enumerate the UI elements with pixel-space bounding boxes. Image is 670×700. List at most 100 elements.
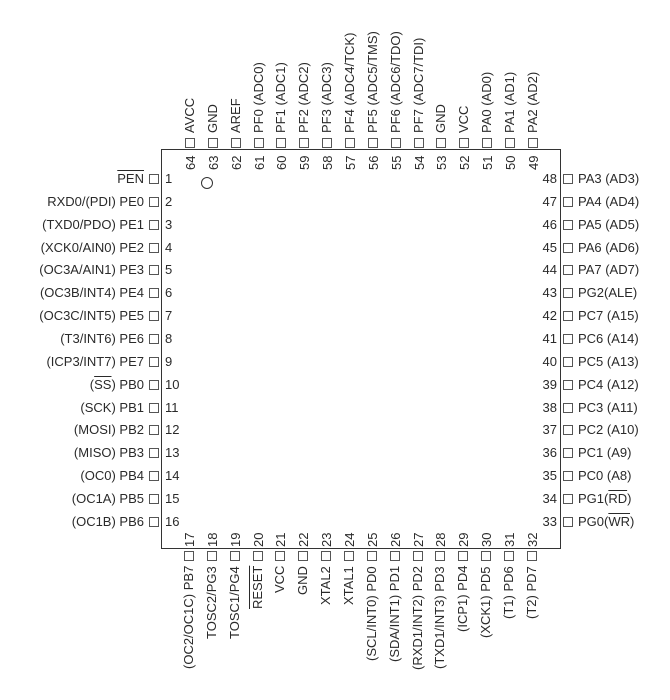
pin-label: PA3 (AD3) (578, 171, 640, 186)
pin-label: (MISO) PB3 (73, 445, 144, 461)
pin-label: (OC0) PB4 (80, 468, 144, 484)
pin-label: AVCC (182, 97, 197, 133)
pin-pad-icon (149, 265, 159, 276)
pin-pad-icon (563, 311, 573, 322)
pin-number: 62 (228, 155, 244, 170)
pin-label: PA5 (AD5) (578, 216, 640, 232)
pin-pad-icon (276, 138, 287, 148)
pin-label: TOSC1/PG4 (226, 566, 242, 639)
pin-label: (OC1B) PB6 (71, 513, 144, 529)
pin-pad-icon (563, 516, 573, 527)
pin-label: RXD0/(PDI) PE0 (47, 193, 144, 209)
pin-number: 41 (542, 330, 557, 346)
pin-number: 5 (165, 262, 173, 278)
pin-label: RESET (249, 565, 265, 609)
pin-pad-icon (412, 551, 423, 561)
pin-number: 3 (165, 216, 173, 232)
pin-label: PC0 (A8) (578, 468, 632, 484)
pin-label: (T1) PD6 (500, 566, 516, 619)
pin-label: PF2 (ADC2) (296, 62, 312, 133)
pin-label: VCC (272, 565, 288, 593)
pin-number: 32 (524, 532, 540, 547)
pin-pad-icon (563, 356, 573, 367)
pin-label: XTAL2 (318, 566, 334, 605)
pin-pad-icon (563, 288, 573, 299)
pin-number: 36 (542, 445, 557, 461)
pin-number: 58 (320, 155, 336, 170)
pin-number: 54 (411, 155, 427, 170)
pin-number: 26 (387, 532, 403, 547)
pin-pad-icon (389, 551, 400, 561)
pin-label: PG0(WR) (578, 513, 635, 529)
pin-label: (TXD0/PDO) PE1 (42, 216, 144, 232)
pin-label: PF6 (ADC6/TDO) (387, 31, 403, 133)
pin-label: (SDA/INT1) PD1 (386, 565, 402, 662)
pin-label: PF1 (ADC1) (273, 62, 289, 133)
pin-number: 40 (542, 353, 557, 369)
pin-number: 28 (433, 532, 449, 547)
pin-label: PA0 (AD0) (479, 71, 495, 133)
pin-number: 18 (204, 532, 220, 547)
pin-number: 48 (542, 171, 557, 186)
pin-number: 17 (182, 532, 197, 547)
pin-pad-icon (149, 448, 159, 459)
pin-pad-icon (390, 138, 401, 148)
pin-pad-icon (149, 493, 159, 504)
pin-number: 8 (165, 330, 173, 346)
pin-number: 39 (542, 376, 557, 392)
pin-label: PF5 (ADC5/TMS) (364, 31, 380, 133)
pin-pad-icon (322, 138, 333, 148)
pin-pad-icon (458, 551, 469, 561)
pin-number: 56 (365, 155, 381, 170)
pin-pad-icon (149, 242, 159, 253)
pin-label: PEN (117, 171, 144, 186)
pin-label: (RXD1/INT2) PD2 (409, 565, 425, 670)
pin-number: 42 (542, 308, 557, 324)
chip-body (161, 149, 561, 549)
pin-number: 9 (165, 353, 173, 369)
pin-label: (SS) PB0 (89, 376, 144, 392)
pin-pad-icon (299, 138, 310, 148)
pin-label: (ICP3/INT7) PE7 (46, 353, 144, 369)
pin-number: 13 (165, 445, 180, 461)
pin1-indicator-icon (201, 177, 213, 189)
pin-pad-icon (321, 551, 332, 561)
pin-label: (T3/INT6) PE6 (60, 330, 144, 346)
pin-pad-icon (481, 551, 492, 561)
pin-pad-icon (435, 551, 446, 561)
pin-number: 2 (165, 193, 173, 209)
pin-pad-icon (563, 265, 573, 276)
pin-number: 27 (410, 532, 426, 547)
pin-pad-icon (149, 516, 159, 527)
pin-number: 47 (542, 193, 557, 209)
pin-label: PG1(RD) (578, 490, 632, 506)
pin-number: 44 (542, 262, 557, 278)
pin-label: PF4 (ADC4/TCK) (341, 32, 357, 133)
pin-number: 10 (165, 376, 180, 392)
pin-label: PC4 (A12) (578, 376, 639, 392)
pin-label: (SCL/INT0) PD0 (363, 566, 379, 661)
pin-label: PC3 (A11) (578, 399, 638, 415)
pin-number: 57 (342, 155, 358, 170)
pin-pad-icon (298, 551, 309, 561)
pin-pad-icon (185, 138, 195, 148)
pin-pad-icon (344, 138, 355, 148)
pin-pad-icon (149, 471, 159, 482)
pin-number: 59 (297, 155, 313, 170)
pin-pad-icon (149, 379, 159, 390)
pin-number: 31 (501, 532, 517, 547)
pin-label: GND (433, 104, 449, 133)
pin-number: 55 (388, 155, 404, 170)
pin-number: 20 (250, 532, 266, 547)
pin-label: (OC3B/INT4) PE4 (39, 285, 144, 301)
pin-label: (OC2/OC1C) PB7 (181, 565, 196, 669)
pin-pad-icon (503, 551, 514, 561)
pin-pad-icon (149, 219, 159, 230)
pin-label: GND (295, 566, 311, 595)
pin-pad-icon (413, 138, 424, 148)
pin-pad-icon (459, 138, 470, 148)
pin-number: 19 (227, 532, 243, 547)
pin-number: 63 (205, 155, 221, 170)
pin-pad-icon (207, 138, 218, 148)
pin-number: 29 (456, 532, 472, 547)
